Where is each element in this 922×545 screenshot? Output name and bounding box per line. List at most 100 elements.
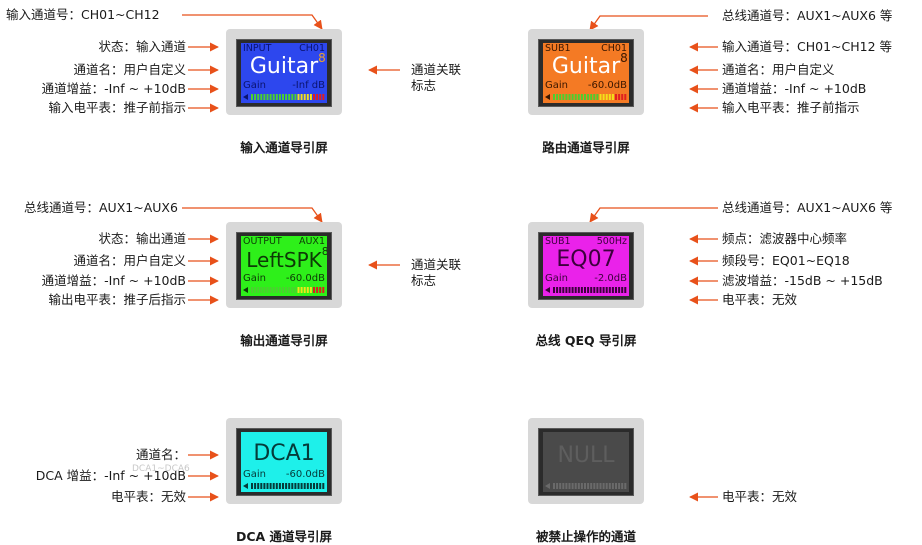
meter-segment — [313, 483, 315, 489]
meter-segment — [303, 287, 306, 293]
meter-speaker-icon — [545, 287, 550, 293]
dca-gain-text: Gain — [243, 469, 266, 480]
meter-segment — [580, 483, 583, 489]
meter-segment — [605, 287, 608, 293]
qeq-bus-text: SUB1 — [545, 236, 571, 247]
meter-segment — [322, 94, 325, 100]
meter-speaker-icon — [243, 483, 248, 489]
null-display-bezel: NULL — [528, 418, 644, 504]
meter-segment — [559, 94, 562, 100]
meter-segment — [306, 287, 309, 293]
qeq-freq-label: 频点：滤波器中心频率 — [722, 231, 848, 246]
meter-segment — [587, 483, 590, 489]
null-level-meter — [545, 483, 627, 489]
output-channel-name: LeftSPK 8 — [241, 246, 327, 274]
meter-segment — [568, 287, 571, 293]
meter-segment — [571, 94, 574, 100]
meter-segment — [263, 483, 266, 489]
output-status-label: 状态：输出通道 — [98, 231, 186, 246]
route-channel-name-text: Guitar — [551, 54, 621, 79]
meter-segment — [556, 287, 559, 293]
meter-segment — [272, 94, 275, 100]
meter-segment — [621, 287, 624, 293]
dca-display-screen: DCA1 Gain -60.0dB — [241, 432, 327, 492]
output-channel-name-text: LeftSPK — [246, 248, 322, 272]
meter-segment — [577, 483, 580, 489]
arrow-route-bus — [589, 15, 708, 31]
meter-segment — [297, 287, 300, 293]
meter-segment — [584, 287, 586, 293]
meter-segment — [584, 94, 586, 100]
meter-segment — [266, 483, 269, 489]
input-display-bezel: INPUT CH01 Guitar 8 Gain -Inf dB — [226, 29, 342, 115]
route-gain-text: Gain — [545, 80, 568, 91]
meter-segment — [608, 287, 611, 293]
null-display-screen: NULL — [543, 432, 629, 492]
meter-segment — [291, 94, 294, 100]
meter-segment — [615, 483, 617, 489]
meter-segment — [587, 287, 590, 293]
route-gain-label: 通道增益：-Inf ~ +10dB — [722, 81, 867, 96]
meter-segment — [254, 287, 257, 293]
meter-segment — [282, 94, 284, 100]
input-level-meter — [243, 94, 325, 100]
meter-segment — [300, 287, 303, 293]
dca-caption: DCA 通道导引屏 — [235, 529, 333, 544]
meter-segment — [611, 287, 614, 293]
route-caption: 路由通道导引屏 — [542, 140, 630, 155]
meter-segment — [291, 287, 294, 293]
meter-segment — [285, 483, 288, 489]
meter-segment — [322, 287, 325, 293]
output-display-screen: OUTPUT AUX1 LeftSPK 8 Gain -60.0dB — [241, 236, 327, 296]
meter-segment — [596, 94, 599, 100]
meter-segment — [618, 287, 621, 293]
meter-segment — [611, 483, 614, 489]
output-gain-value: -60.0dB — [285, 273, 325, 284]
meter-segment — [294, 287, 297, 293]
null-channel-name: NULL — [557, 443, 615, 468]
input-channel-text: CH01 — [299, 43, 325, 54]
output-caption: 输出通道导引屏 — [240, 333, 328, 348]
meter-segment — [257, 287, 260, 293]
output-bus-label: 总线通道号：AUX1~AUX6 — [24, 200, 178, 215]
route-level-meter — [545, 94, 627, 100]
meter-segment — [278, 483, 281, 489]
output-link-label-2: 标志 — [411, 273, 437, 288]
meter-segment — [608, 94, 611, 100]
meter-segment — [615, 287, 617, 293]
qeq-gain-text: Gain — [545, 273, 568, 284]
meter-segment — [322, 483, 325, 489]
meter-segment — [618, 483, 621, 489]
meter-segment — [288, 287, 291, 293]
meter-segment — [319, 483, 322, 489]
meter-segment — [309, 94, 312, 100]
meter-segment — [565, 94, 568, 100]
arrow-output-bus — [182, 207, 323, 223]
meter-segment — [316, 483, 319, 489]
output-status-text: OUTPUT — [243, 236, 282, 247]
meter-segment — [571, 483, 574, 489]
output-meter-label: 输出电平表：推子后指示 — [48, 292, 186, 307]
meter-segment — [602, 483, 605, 489]
dca-name-label: 通道名： — [135, 447, 186, 462]
meter-segment — [571, 287, 574, 293]
meter-segment — [553, 287, 555, 293]
meter-segment — [285, 94, 288, 100]
output-link-label-1: 通道关联 — [411, 257, 462, 272]
qeq-freq-text: 500Hz — [596, 236, 627, 247]
meter-segment — [593, 287, 596, 293]
qeq-band-name: EQ07 — [556, 247, 616, 272]
meter-segment — [285, 287, 288, 293]
dca-gain-label: DCA 增益：-Inf ~ +10dB — [35, 468, 186, 483]
arrow-input-channel — [182, 14, 323, 30]
meter-speaker-icon — [243, 94, 248, 100]
meter-segment — [565, 483, 568, 489]
meter-segment — [263, 287, 266, 293]
meter-segment — [574, 483, 577, 489]
meter-segment — [316, 94, 319, 100]
meter-segment — [300, 483, 303, 489]
output-bus-text: AUX1 — [298, 236, 325, 247]
meter-segment — [309, 287, 312, 293]
meter-segment — [257, 94, 260, 100]
